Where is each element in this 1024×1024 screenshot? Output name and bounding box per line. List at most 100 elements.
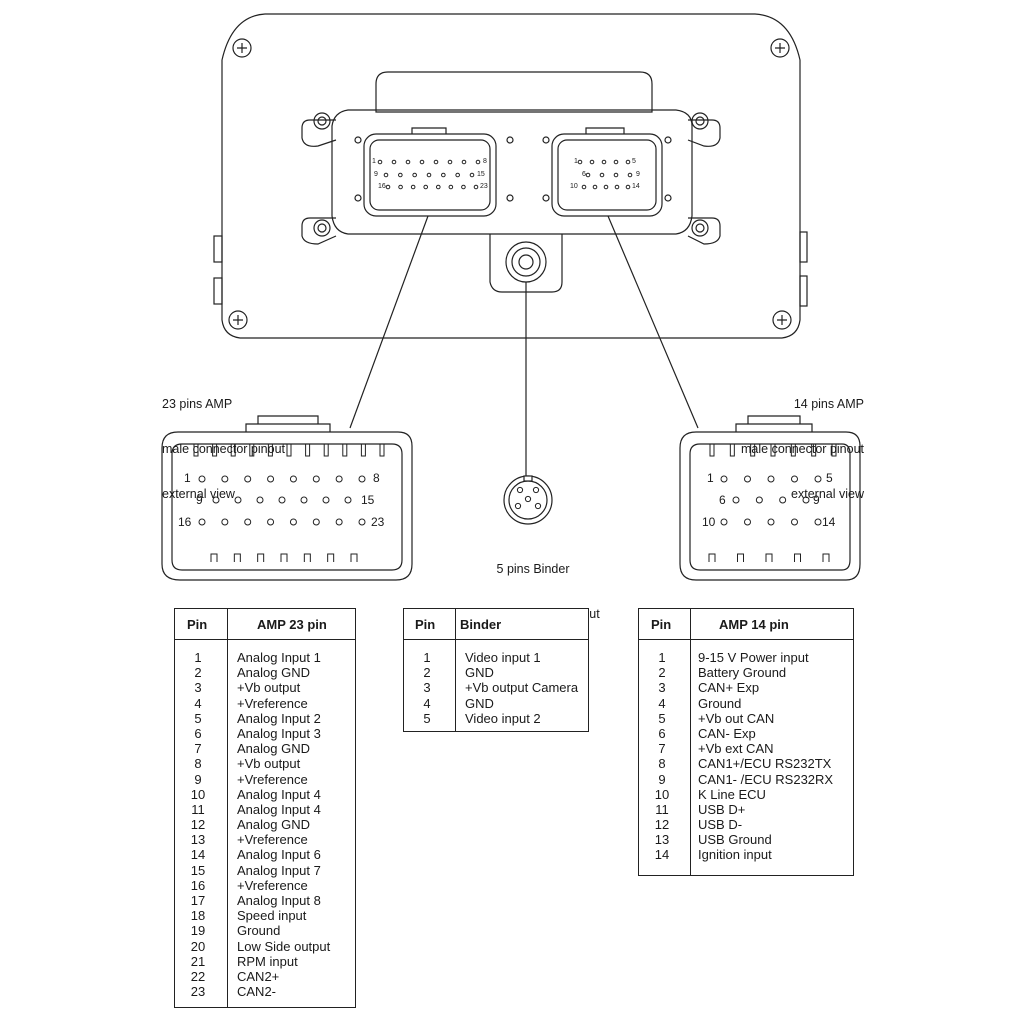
amp14-caption-line2: male connector pinout [741,442,864,456]
device-amp23-pin [435,184,441,190]
connector-tooth [770,444,776,457]
pin-number: 10 [654,786,670,802]
pin-number: 23 [190,984,206,1000]
connector-tooth [267,444,273,457]
connector-tooth [193,444,199,457]
table-row: 13+Vreference [175,832,355,847]
pin-function: CAN1- /ECU RS232RX [698,771,834,787]
pin-function: USB Ground [698,832,772,848]
pin-function: CAN+ Exp [698,680,760,696]
pin-number: 4 [423,695,431,711]
pin-number: 18 [190,908,206,924]
connector-tooth [303,553,311,562]
amp23-pin [244,475,252,483]
amp14-pin [814,518,822,526]
amp14-pin-labels: 1 5 6 9 10 14 [0,0,835,529]
pin-number: 7 [658,741,666,757]
amp14-pin [767,518,775,526]
device-amp23-pin [383,172,389,178]
pin-function: Video input 2 [465,710,541,726]
device-amp23-pin [433,159,439,165]
pin-function: Analog GND [237,665,310,681]
amp14-pin [791,475,798,483]
device-amp23-pin [469,172,475,178]
screw-icon-tl [232,38,252,58]
pin-number: 8 [658,756,666,772]
amp23-pin [256,496,264,504]
pin-function: Analog Input 6 [237,847,321,863]
device-amp23-pin [448,184,454,190]
amp23-label-8: 8 [373,471,380,485]
header-function: AMP 14 pin [719,617,789,632]
table-row: 3+Vb output Camera [404,680,588,695]
amp23-pin [300,496,308,504]
pin-number: 14 [190,847,206,863]
header-pin: Pin [415,617,436,632]
pin-number: 14 [654,847,670,863]
amp14-caption: 14 pins AMP male connector pinout extern… [741,367,864,517]
binder-pin [514,502,522,510]
device-amp14-pin [625,184,631,190]
device-amp14-pin [589,159,595,165]
pin-number: 5 [658,710,666,726]
pin-function: Analog GND [237,817,310,833]
amp14-pin [732,496,740,504]
device-amp14-pin [603,184,609,190]
amp23-caption: 23 pins AMP male connector pinout extern… [162,367,285,517]
pin-number: 11 [655,801,669,817]
device-pin-labels: 1 8 9 15 16 23 1 5 6 9 10 14 [372,158,640,190]
amp14-label-1: 1 [707,471,714,485]
device-amp23-pin [461,159,467,165]
connector-tooth [831,444,837,457]
table-row: 4+Vreference [175,696,355,711]
pin-function: Analog Input 3 [237,725,321,741]
pin-function: +Vb ext CAN [698,741,774,757]
amp14-pin [744,518,751,526]
device-amp14-pin [601,159,607,165]
screw-icon-bl [228,310,248,330]
connector-tooth [729,444,735,457]
binder-pin [534,502,542,510]
amp14-pin [814,475,822,483]
table-row: 7 +Vb ext CAN [639,741,853,756]
pin-number: 9 [194,771,202,787]
device-amp23-pin [398,184,403,190]
pin-number: 11 [191,801,205,817]
header-function: Binder [460,617,502,632]
pin-function: 9-15 V Power input [698,650,809,665]
amp14-label-6: 6 [719,493,726,507]
connector-tooth [286,444,292,457]
pin-number: 12 [654,817,670,833]
pin-function: Analog Input 8 [237,893,321,908]
pin-function: Low Side output [237,938,331,954]
amp14-label-10: 10 [702,515,716,529]
pin-function: RPM input [237,953,298,969]
screw-icon-tr [770,38,790,58]
header-function: AMP 23 pin [257,617,327,632]
pin-number: 8 [194,756,202,772]
amp14-pin [720,518,728,526]
connector-tooth [708,553,716,562]
device-amp23-pin [423,184,429,190]
connector-tooth [212,444,218,457]
connector-tooth [794,553,801,562]
device-amp14-pin [627,172,633,178]
amp23-pin [212,496,220,504]
